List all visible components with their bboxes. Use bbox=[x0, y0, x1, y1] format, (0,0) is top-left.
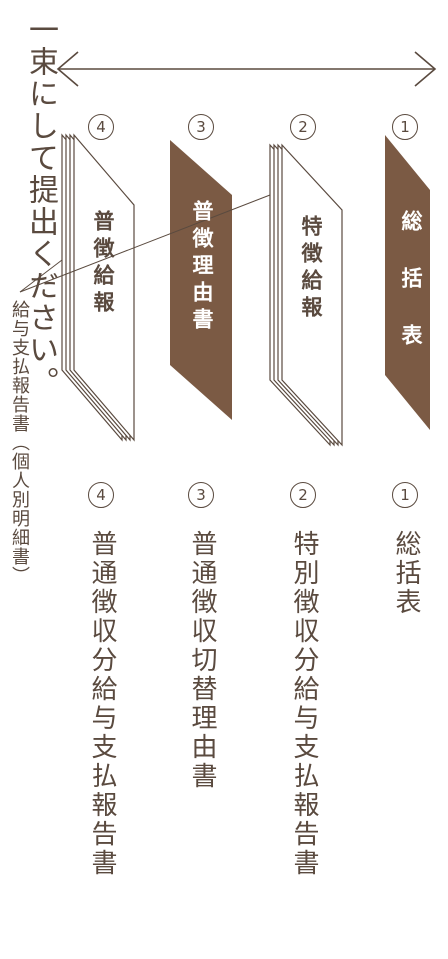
list-4-number: 4 bbox=[88, 482, 114, 508]
list-1-number: 1 bbox=[392, 482, 418, 508]
list-3-label: 普通徴収切替理由書 bbox=[187, 530, 217, 791]
leader-lines bbox=[19, 194, 271, 293]
doc-1-shape bbox=[385, 135, 430, 430]
list-2-label: 特別徴収分給与支払報告書 bbox=[289, 530, 319, 878]
slip-annotation: 給与支払報告書（個人別明細書） bbox=[9, 300, 30, 585]
list-4-label: 普通徴収分給与支払報告書 bbox=[87, 530, 117, 878]
doc-4-number: 4 bbox=[88, 114, 114, 140]
list-3-number: 3 bbox=[188, 482, 214, 508]
list-1-label: 総括表 bbox=[391, 530, 421, 617]
doc-2-label: 特徴給報 bbox=[299, 215, 323, 323]
doc-2-shape bbox=[269, 143, 343, 447]
doc-4-shape bbox=[61, 133, 135, 442]
doc-2-number: 2 bbox=[290, 114, 316, 140]
doc-1-number: 1 bbox=[392, 114, 418, 140]
bundle-arrow bbox=[56, 51, 437, 87]
doc-3-number: 3 bbox=[188, 114, 214, 140]
doc-3-label: 普徴理由書 bbox=[190, 200, 214, 335]
doc-3-shape bbox=[170, 140, 232, 420]
list-2-number: 2 bbox=[290, 482, 316, 508]
doc-1-label: 総 括 表 bbox=[399, 210, 423, 351]
doc-4-label: 普徴給報 bbox=[91, 210, 115, 318]
bundle-instruction: 一束にして提出ください。 bbox=[23, 14, 58, 398]
